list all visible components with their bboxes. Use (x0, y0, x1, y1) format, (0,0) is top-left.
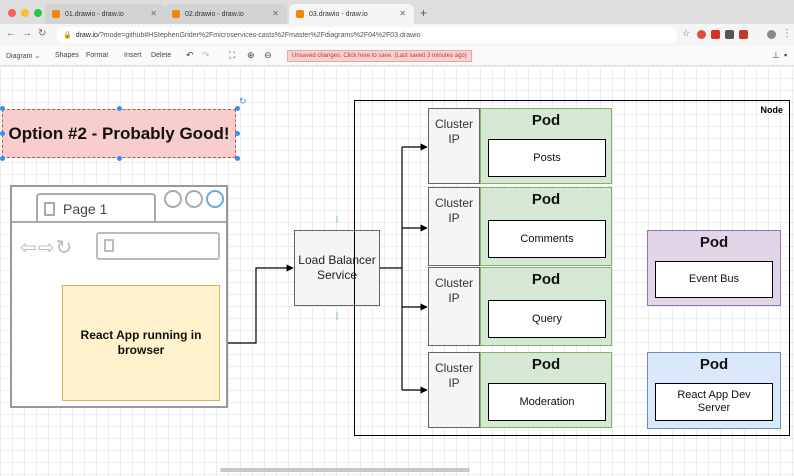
connector-lines (218, 143, 428, 394)
browser-menu-icon[interactable]: ⋮ (782, 28, 792, 39)
pod-comments[interactable]: Pod Comments (480, 187, 612, 266)
selection-handle[interactable] (117, 106, 122, 111)
address-bar-row: ← → ↻ 🔒 draw.io /?mode=github#HStephenGr… (0, 24, 794, 46)
pod-title: Pod (531, 191, 561, 208)
document-icon (104, 239, 114, 252)
selection-handle[interactable] (0, 106, 5, 111)
close-tab-icon[interactable]: ✕ (399, 9, 406, 18)
maximize-window-icon[interactable] (34, 9, 42, 17)
back-icon[interactable]: ← (6, 28, 16, 39)
fit-icon[interactable]: ⛶ (229, 50, 236, 60)
selection-handle[interactable] (235, 131, 240, 136)
bookmark-star-icon[interactable]: ☆ (682, 28, 691, 38)
format-button[interactable]: Format (86, 52, 109, 59)
pod-title: Pod (531, 356, 561, 373)
drawio-favicon-icon (52, 10, 60, 18)
window-control-circle (164, 190, 182, 208)
url-host: draw.io (75, 31, 98, 39)
zoom-out-icon[interactable]: ⊖ (264, 50, 272, 60)
react-to-lb-arrow (218, 264, 294, 344)
pod-posts[interactable]: Pod Posts (480, 108, 612, 184)
url-path: /?mode=github#HStephenGrider%2Fmicroserv… (97, 31, 421, 39)
react-app-box[interactable]: React App running in browser (62, 285, 220, 401)
pod-title: Pod (699, 234, 729, 251)
moderation-service-box[interactable]: Moderation (488, 383, 606, 421)
avatar[interactable] (767, 30, 776, 39)
diagram-menu-button[interactable]: Diagram ⌄ (6, 53, 41, 60)
undo-icon[interactable]: ↶ (186, 50, 194, 60)
extension-icon[interactable] (739, 30, 748, 39)
shapes-button[interactable]: Shapes (55, 52, 79, 59)
option-label-box[interactable]: Option #2 - Probably Good! (2, 109, 236, 158)
extension-icon[interactable] (725, 30, 734, 39)
node-container[interactable]: Node (354, 100, 790, 436)
node-label: Node (760, 105, 784, 115)
query-service-box[interactable]: Query (488, 300, 606, 338)
horizontal-scrollbar[interactable] (220, 468, 470, 472)
pod-event-bus[interactable]: Pod Event Bus (647, 230, 781, 306)
event-bus-service-box[interactable]: Event Bus (655, 261, 773, 298)
pod-react-dev-server[interactable]: Pod React App Dev Server (647, 352, 781, 429)
browser-mockup-divider (12, 221, 226, 223)
forward-icon[interactable]: → (22, 28, 32, 39)
drawio-toolbar: Diagram ⌄ Shapes Format Insert Delete ↶ … (0, 46, 794, 66)
pod-title: Pod (531, 112, 561, 129)
browser-tab-title: 03.drawio - draw.io (309, 10, 368, 18)
browser-tab-3[interactable]: 03.drawio - draw.io ✕ (289, 4, 414, 24)
pod-query[interactable]: Pod Query (480, 267, 612, 346)
browser-tab-title: 01.drawio - draw.io (65, 10, 124, 18)
close-tab-icon[interactable]: ✕ (150, 9, 157, 18)
selection-handle[interactable] (0, 156, 5, 161)
posts-service-box[interactable]: Posts (488, 139, 606, 177)
pod-title: Pod (531, 271, 561, 288)
window-control-circle (206, 190, 224, 208)
cluster-ip-box-moderation[interactable]: Cluster IP (428, 352, 480, 428)
browser-mockup[interactable]: Page 1 ⇦⇨↻ React App running in browser (10, 185, 228, 408)
drawio-favicon-icon (172, 10, 180, 18)
react-dev-server-box[interactable]: React App Dev Server (655, 383, 773, 421)
close-tab-icon[interactable]: ✕ (272, 9, 279, 18)
cluster-ip-box-query[interactable]: Cluster IP (428, 267, 480, 346)
close-window-icon[interactable] (8, 9, 16, 17)
diagram-menu-label: Diagram (6, 53, 33, 60)
pod-moderation[interactable]: Pod Moderation (480, 352, 612, 428)
pod-title: Pod (699, 356, 729, 373)
extension-icon[interactable] (697, 30, 706, 39)
load-balancer-box[interactable]: Load Balancer Service (294, 230, 380, 306)
selection-handle[interactable] (235, 156, 240, 161)
selection-handle[interactable] (0, 131, 5, 136)
document-icon (44, 202, 55, 216)
browser-mockup-tab: Page 1 (36, 193, 156, 223)
rotate-handle-icon[interactable]: ↻ (239, 96, 247, 106)
url-input[interactable]: 🔒 draw.io /?mode=github#HStephenGrider%2… (57, 27, 677, 43)
cluster-ip-box-posts[interactable]: Cluster IP (428, 108, 480, 184)
cluster-ip-box-comments[interactable]: Cluster IP (428, 187, 480, 266)
minimize-window-icon[interactable] (21, 9, 29, 17)
browser-tab-bar: 01.drawio - draw.io ✕ 02.drawio - draw.i… (0, 0, 794, 24)
extension-icon[interactable] (711, 30, 720, 39)
browser-tab-2[interactable]: 02.drawio - draw.io ✕ (165, 4, 287, 24)
insert-button[interactable]: Insert (124, 52, 142, 59)
delete-button[interactable]: Delete (151, 52, 172, 59)
browser-tab-title: 02.drawio - draw.io (185, 10, 244, 18)
redo-icon[interactable]: ↷ (202, 50, 210, 60)
format-panel-icon[interactable]: ⊥ (772, 50, 780, 60)
unsaved-changes-notice[interactable]: Unsaved changes. Click here to save. (La… (287, 50, 472, 62)
selection-handle[interactable] (235, 106, 240, 111)
selection-handle[interactable] (117, 156, 122, 161)
window-control-circle (185, 190, 203, 208)
browser-mockup-tab-label: Page 1 (63, 201, 108, 217)
comments-service-box[interactable]: Comments (488, 220, 606, 258)
diagram-canvas[interactable]: Option #2 - Probably Good! ↻ Page 1 ⇦⇨↻ … (0, 66, 794, 476)
browser-mockup-address-bar (96, 232, 220, 260)
new-tab-icon[interactable]: + (420, 6, 428, 20)
zoom-in-icon[interactable]: ⊕ (247, 50, 255, 60)
lock-icon: 🔒 (63, 32, 72, 39)
browser-tab-1[interactable]: 01.drawio - draw.io ✕ (45, 4, 165, 24)
drawio-favicon-icon (296, 10, 304, 18)
navigation-arrows-icon: ⇦⇨↻ (20, 237, 74, 259)
fullscreen-icon[interactable]: ▪ (784, 50, 788, 60)
reload-icon[interactable]: ↻ (38, 28, 47, 39)
